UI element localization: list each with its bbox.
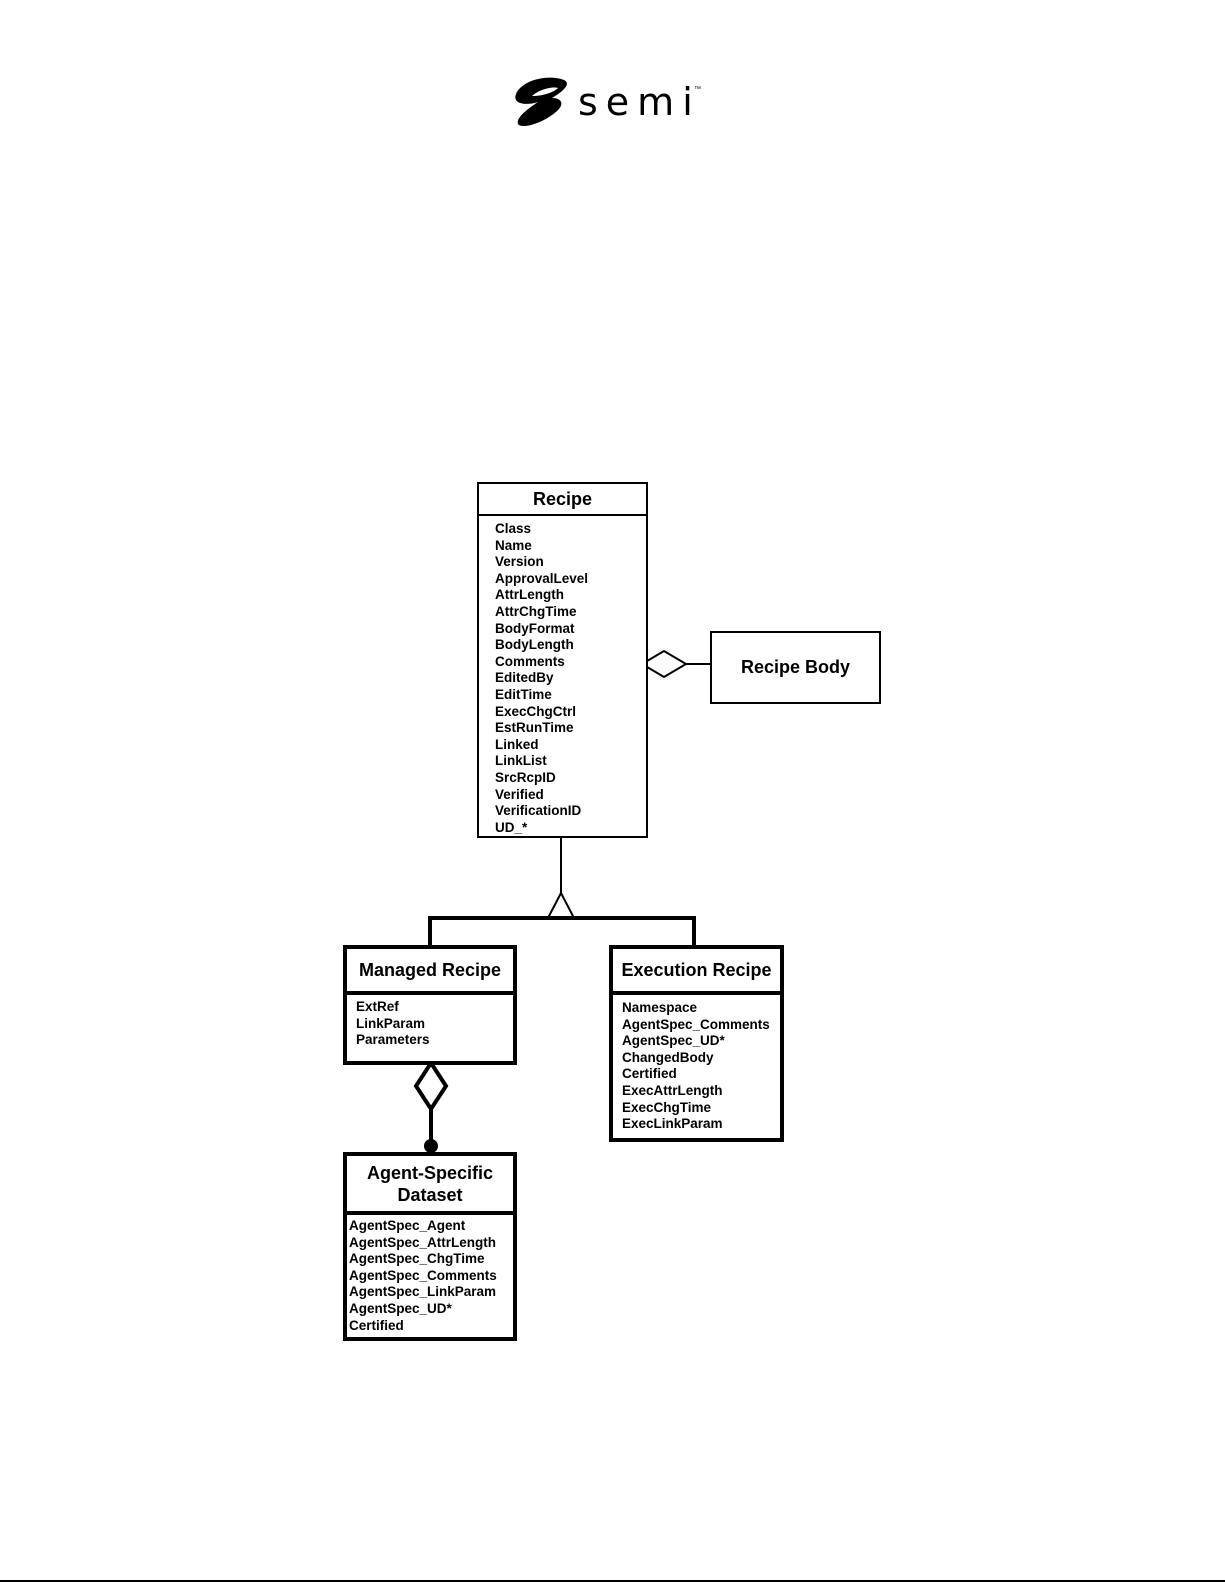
attribute-item: AgentSpec_AttrLength bbox=[349, 1234, 497, 1250]
attribute-item: LinkParam bbox=[356, 1015, 426, 1031]
dataset-title-line2: Dataset bbox=[397, 1184, 463, 1205]
attribute-item: Certified bbox=[622, 1066, 677, 1082]
multiplicity-dot bbox=[424, 1139, 438, 1153]
attribute-item: VerificationID bbox=[495, 803, 582, 819]
semi-swoosh-icon bbox=[515, 77, 567, 127]
attribute-item: AgentSpec_LinkParam bbox=[349, 1284, 497, 1300]
aggregation-diamond-recipe-body bbox=[640, 649, 688, 679]
attribute-item: SrcRcpID bbox=[495, 769, 556, 785]
attribute-item: Comments bbox=[495, 653, 565, 669]
logo-wordmark: semi bbox=[578, 80, 701, 124]
aggregation-diamond-managed bbox=[413, 1059, 449, 1113]
attribute-item: ExecChgTime bbox=[622, 1099, 712, 1115]
attribute-item: ApprovalLevel bbox=[495, 570, 589, 586]
attribute-item: AgentSpec_ChgTime bbox=[349, 1251, 485, 1267]
semi-logo: semi ™ bbox=[512, 76, 712, 128]
attribute-item: AgentSpec_Agent bbox=[349, 1218, 466, 1233]
attribute-item: Class bbox=[495, 521, 532, 536]
attribute-item: AgentSpec_UD* bbox=[622, 1033, 725, 1049]
trademark-symbol: ™ bbox=[694, 86, 701, 93]
attribute-item: ExecChgCtrl bbox=[495, 703, 577, 719]
attribute-item: AgentSpec_Comments bbox=[349, 1267, 497, 1283]
recipe-body-class: Recipe Body bbox=[710, 631, 881, 704]
attribute-item: AttrLength bbox=[495, 587, 564, 603]
attribute-item: EditedBy bbox=[495, 670, 554, 686]
attribute-item: Certified bbox=[349, 1317, 404, 1333]
attribute-item: EstRunTime bbox=[495, 720, 574, 736]
dataset-title-line1: Agent-Specific bbox=[366, 1162, 494, 1183]
agent-specific-dataset-title: Agent-Specific Dataset bbox=[347, 1156, 513, 1215]
attribute-item: ChangedBody bbox=[622, 1049, 714, 1065]
attribute-item: ExecLinkParam bbox=[622, 1116, 723, 1132]
attribute-item: Version bbox=[495, 554, 544, 570]
attribute-item: BodyLength bbox=[495, 637, 574, 653]
recipe-class-title: Recipe bbox=[479, 484, 646, 516]
attribute-item: Parameters bbox=[356, 1032, 430, 1048]
attribute-item: Namespace bbox=[622, 1000, 698, 1015]
generalization-triangle bbox=[546, 890, 576, 919]
execution-recipe-title: Execution Recipe bbox=[613, 949, 780, 995]
page-bottom-rule bbox=[0, 1580, 1225, 1582]
attribute-item: ExecAttrLength bbox=[622, 1082, 723, 1098]
attribute-item: Name bbox=[495, 537, 532, 553]
generalization-branch bbox=[428, 916, 696, 945]
attribute-item: ExtRef bbox=[356, 999, 399, 1014]
managed-recipe-title: Managed Recipe bbox=[347, 949, 513, 995]
attribute-item: LinkList bbox=[495, 753, 547, 769]
attribute-item: AgentSpec_UD* bbox=[349, 1300, 452, 1316]
recipe-body-title: Recipe Body bbox=[740, 657, 851, 677]
attribute-item: UD_* bbox=[495, 819, 528, 835]
attribute-item: EditTime bbox=[495, 686, 552, 702]
attribute-item: AgentSpec_Comments bbox=[622, 1016, 770, 1032]
attribute-item: AttrChgTime bbox=[495, 603, 577, 619]
attribute-item: BodyFormat bbox=[495, 620, 575, 636]
attribute-item: Linked bbox=[495, 736, 539, 752]
attribute-item: Verified bbox=[495, 786, 544, 802]
